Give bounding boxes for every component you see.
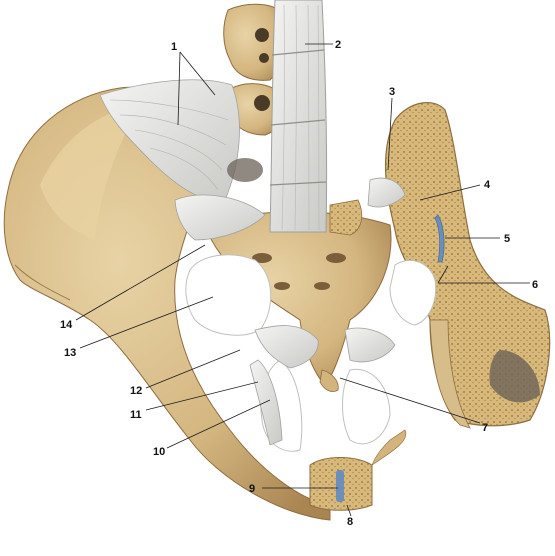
figure-labels: 1 2 3 4 5 6 7 8 9 10 11 12 13 14 (60, 39, 538, 528)
lumbar-spine (223, 3, 287, 136)
right-hip-bone-section (384, 102, 551, 429)
label-7: 7 (482, 422, 488, 434)
sacrospinous-sacrotuberous-ligaments (249, 325, 396, 446)
label-3: 3 (389, 86, 395, 98)
interpubic-disc (336, 470, 344, 502)
label-4: 4 (484, 179, 491, 191)
label-10: 10 (153, 446, 165, 458)
sacroiliac-ligaments (174, 177, 406, 241)
label-13: 13 (64, 347, 76, 359)
iliolumbar-ligaments (99, 79, 263, 202)
label-12: 12 (130, 385, 142, 397)
label-2: 2 (335, 39, 341, 51)
pubic-symphysis (309, 429, 407, 511)
label-6: 6 (532, 279, 538, 291)
label-1: 1 (171, 41, 177, 53)
sacrum (204, 199, 392, 392)
label-11: 11 (130, 409, 142, 421)
label-8: 8 (347, 516, 353, 528)
label-9: 9 (249, 483, 255, 495)
label-5: 5 (504, 233, 510, 245)
leader-lines (75, 43, 530, 517)
sacroiliac-joint-cartilage (434, 214, 445, 263)
label-14: 14 (60, 319, 73, 331)
anterior-longitudinal-ligament (269, 0, 328, 233)
